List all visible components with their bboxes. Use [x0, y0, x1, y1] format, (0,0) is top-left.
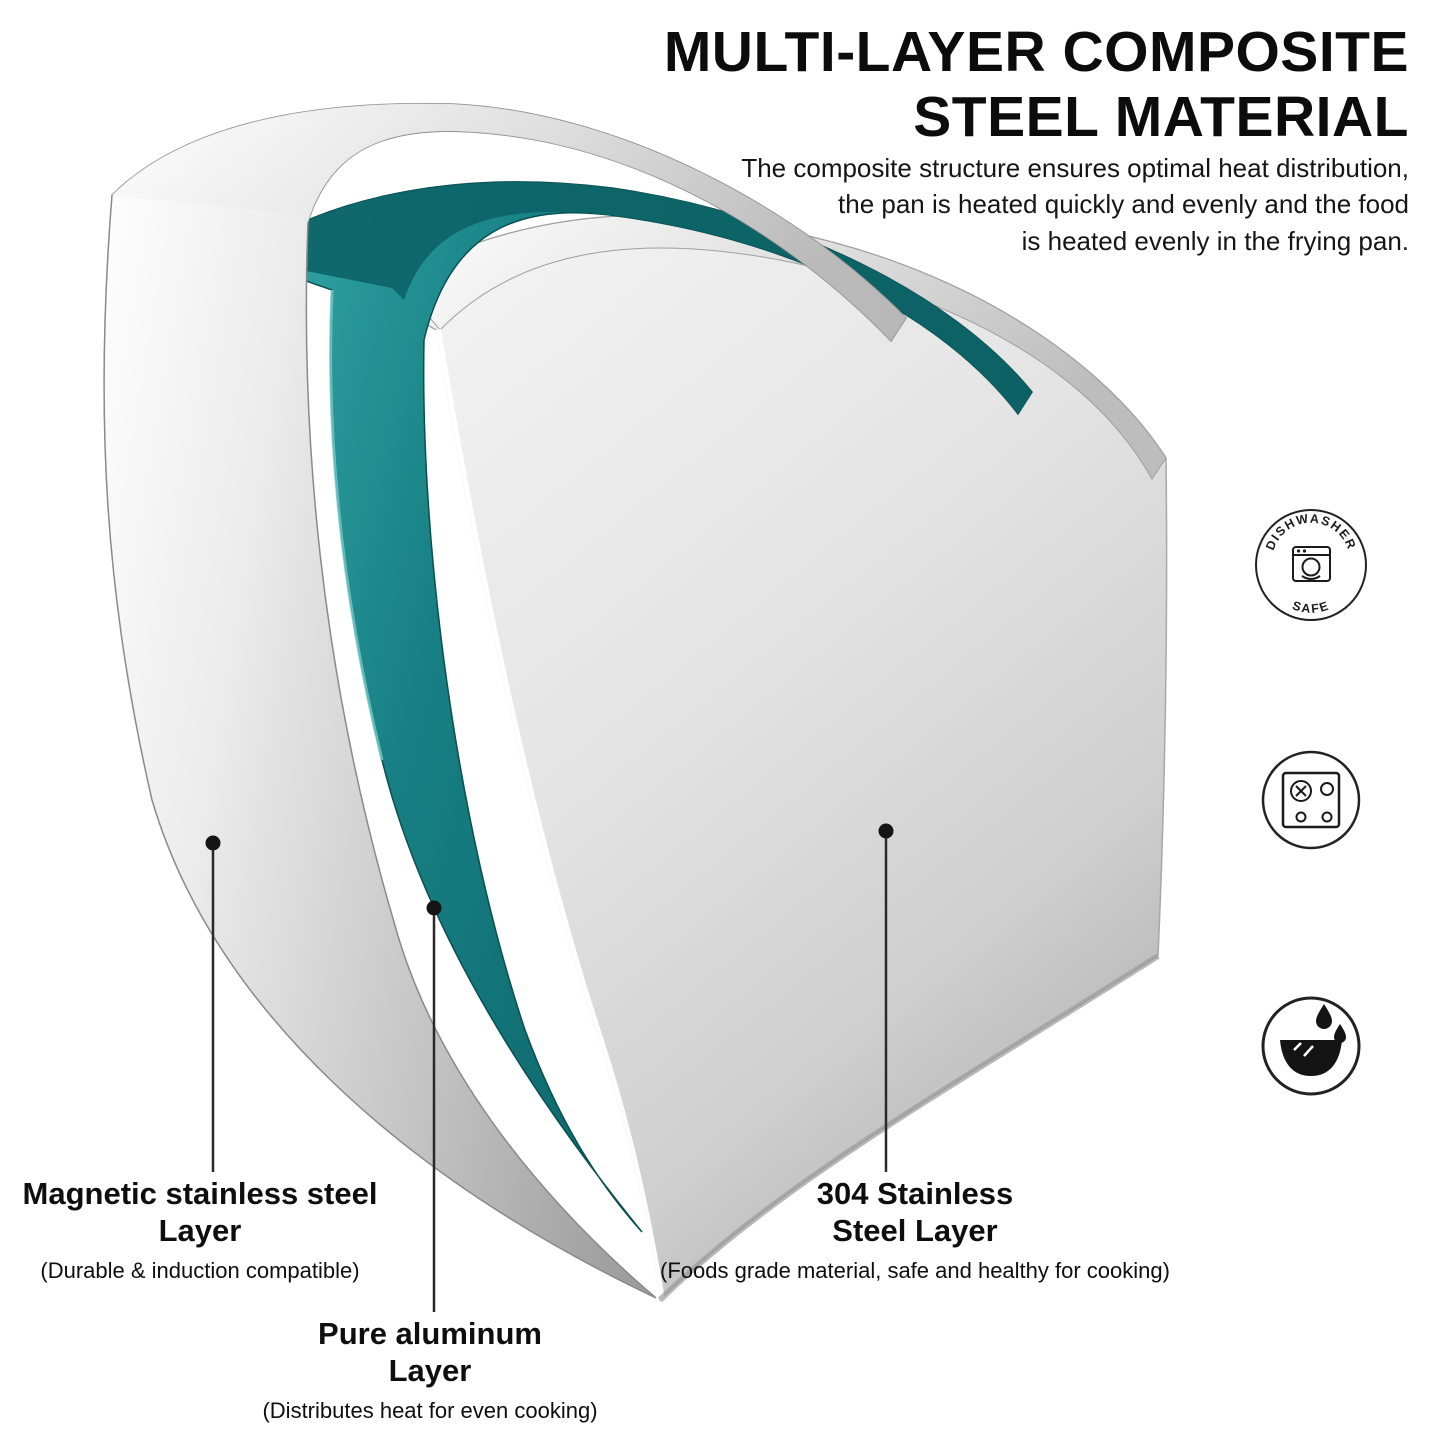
easy-clean-badge: [1261, 996, 1361, 1096]
page-title: MULTI-LAYER COMPOSITE STEEL MATERIAL: [664, 20, 1409, 150]
callout-304-stainless: 304 Stainless Steel Layer (Foods grade m…: [655, 1176, 1175, 1284]
callout-title-line: Layer: [388, 1352, 472, 1388]
dishwasher-safe-badge: DISHWASHER SAFE: [1255, 509, 1367, 621]
page-subtitle: The composite structure ensures optimal …: [741, 150, 1409, 259]
callout-title-line: Layer: [158, 1212, 242, 1248]
inner-steel-bottom-edge: [657, 953, 1160, 1303]
water-drops-bowl-icon: [1280, 1004, 1346, 1076]
inner-steel-layer: [370, 214, 1168, 1303]
callout-note: (Foods grade material, safe and healthy …: [660, 1258, 1170, 1284]
subtitle-line: The composite structure ensures optimal …: [741, 153, 1409, 183]
badge-circle: [1261, 996, 1361, 1096]
callout-title-line: 304 Stainless: [816, 1176, 1014, 1211]
callout-dot: [878, 823, 894, 839]
aluminum-rim-top: [240, 181, 1032, 414]
callout-dot: [205, 835, 221, 851]
badge-circle: [1255, 509, 1367, 621]
aluminum-edge-highlight: [329, 289, 384, 761]
dishwasher-icon: [1292, 546, 1331, 582]
outer-steel-rim: [112, 103, 906, 342]
title-line-2: STEEL MATERIAL: [913, 84, 1409, 149]
outer-steel-layer: [103, 102, 907, 1299]
callout-dot: [426, 900, 442, 916]
title-line-1: MULTI-LAYER COMPOSITE: [663, 20, 1409, 84]
callout-note: (Distributes heat for even cooking): [262, 1398, 598, 1424]
dishwasher-arc-text-bottom: SAFE: [1291, 598, 1332, 616]
callout-pure-aluminum: Pure aluminum Layer (Distributes heat fo…: [230, 1316, 630, 1424]
callout-title-line: Steel Layer: [832, 1212, 998, 1248]
inner-steel-edge-highlight: [431, 329, 665, 1301]
callout-note: (Durable & induction compatible): [40, 1258, 360, 1284]
subtitle-line: is heated evenly in the frying pan.: [1021, 225, 1409, 256]
subtitle-line: the pan is heated quickly and evenly and…: [838, 189, 1409, 220]
callout-3-pointer: [878, 823, 894, 1172]
callout-title-line: Pure aluminum: [318, 1316, 542, 1351]
gas-stove-badge: [1261, 750, 1361, 850]
callout-magnetic-steel: Magnetic stainless steel Layer (Durable …: [0, 1176, 400, 1284]
callout-2-pointer: [426, 900, 442, 1312]
callout-1-pointer: [205, 835, 221, 1172]
gas-stove-icon: [1281, 771, 1341, 829]
badge-circle: [1261, 750, 1361, 850]
callout-title-line: Magnetic stainless steel: [22, 1176, 378, 1211]
